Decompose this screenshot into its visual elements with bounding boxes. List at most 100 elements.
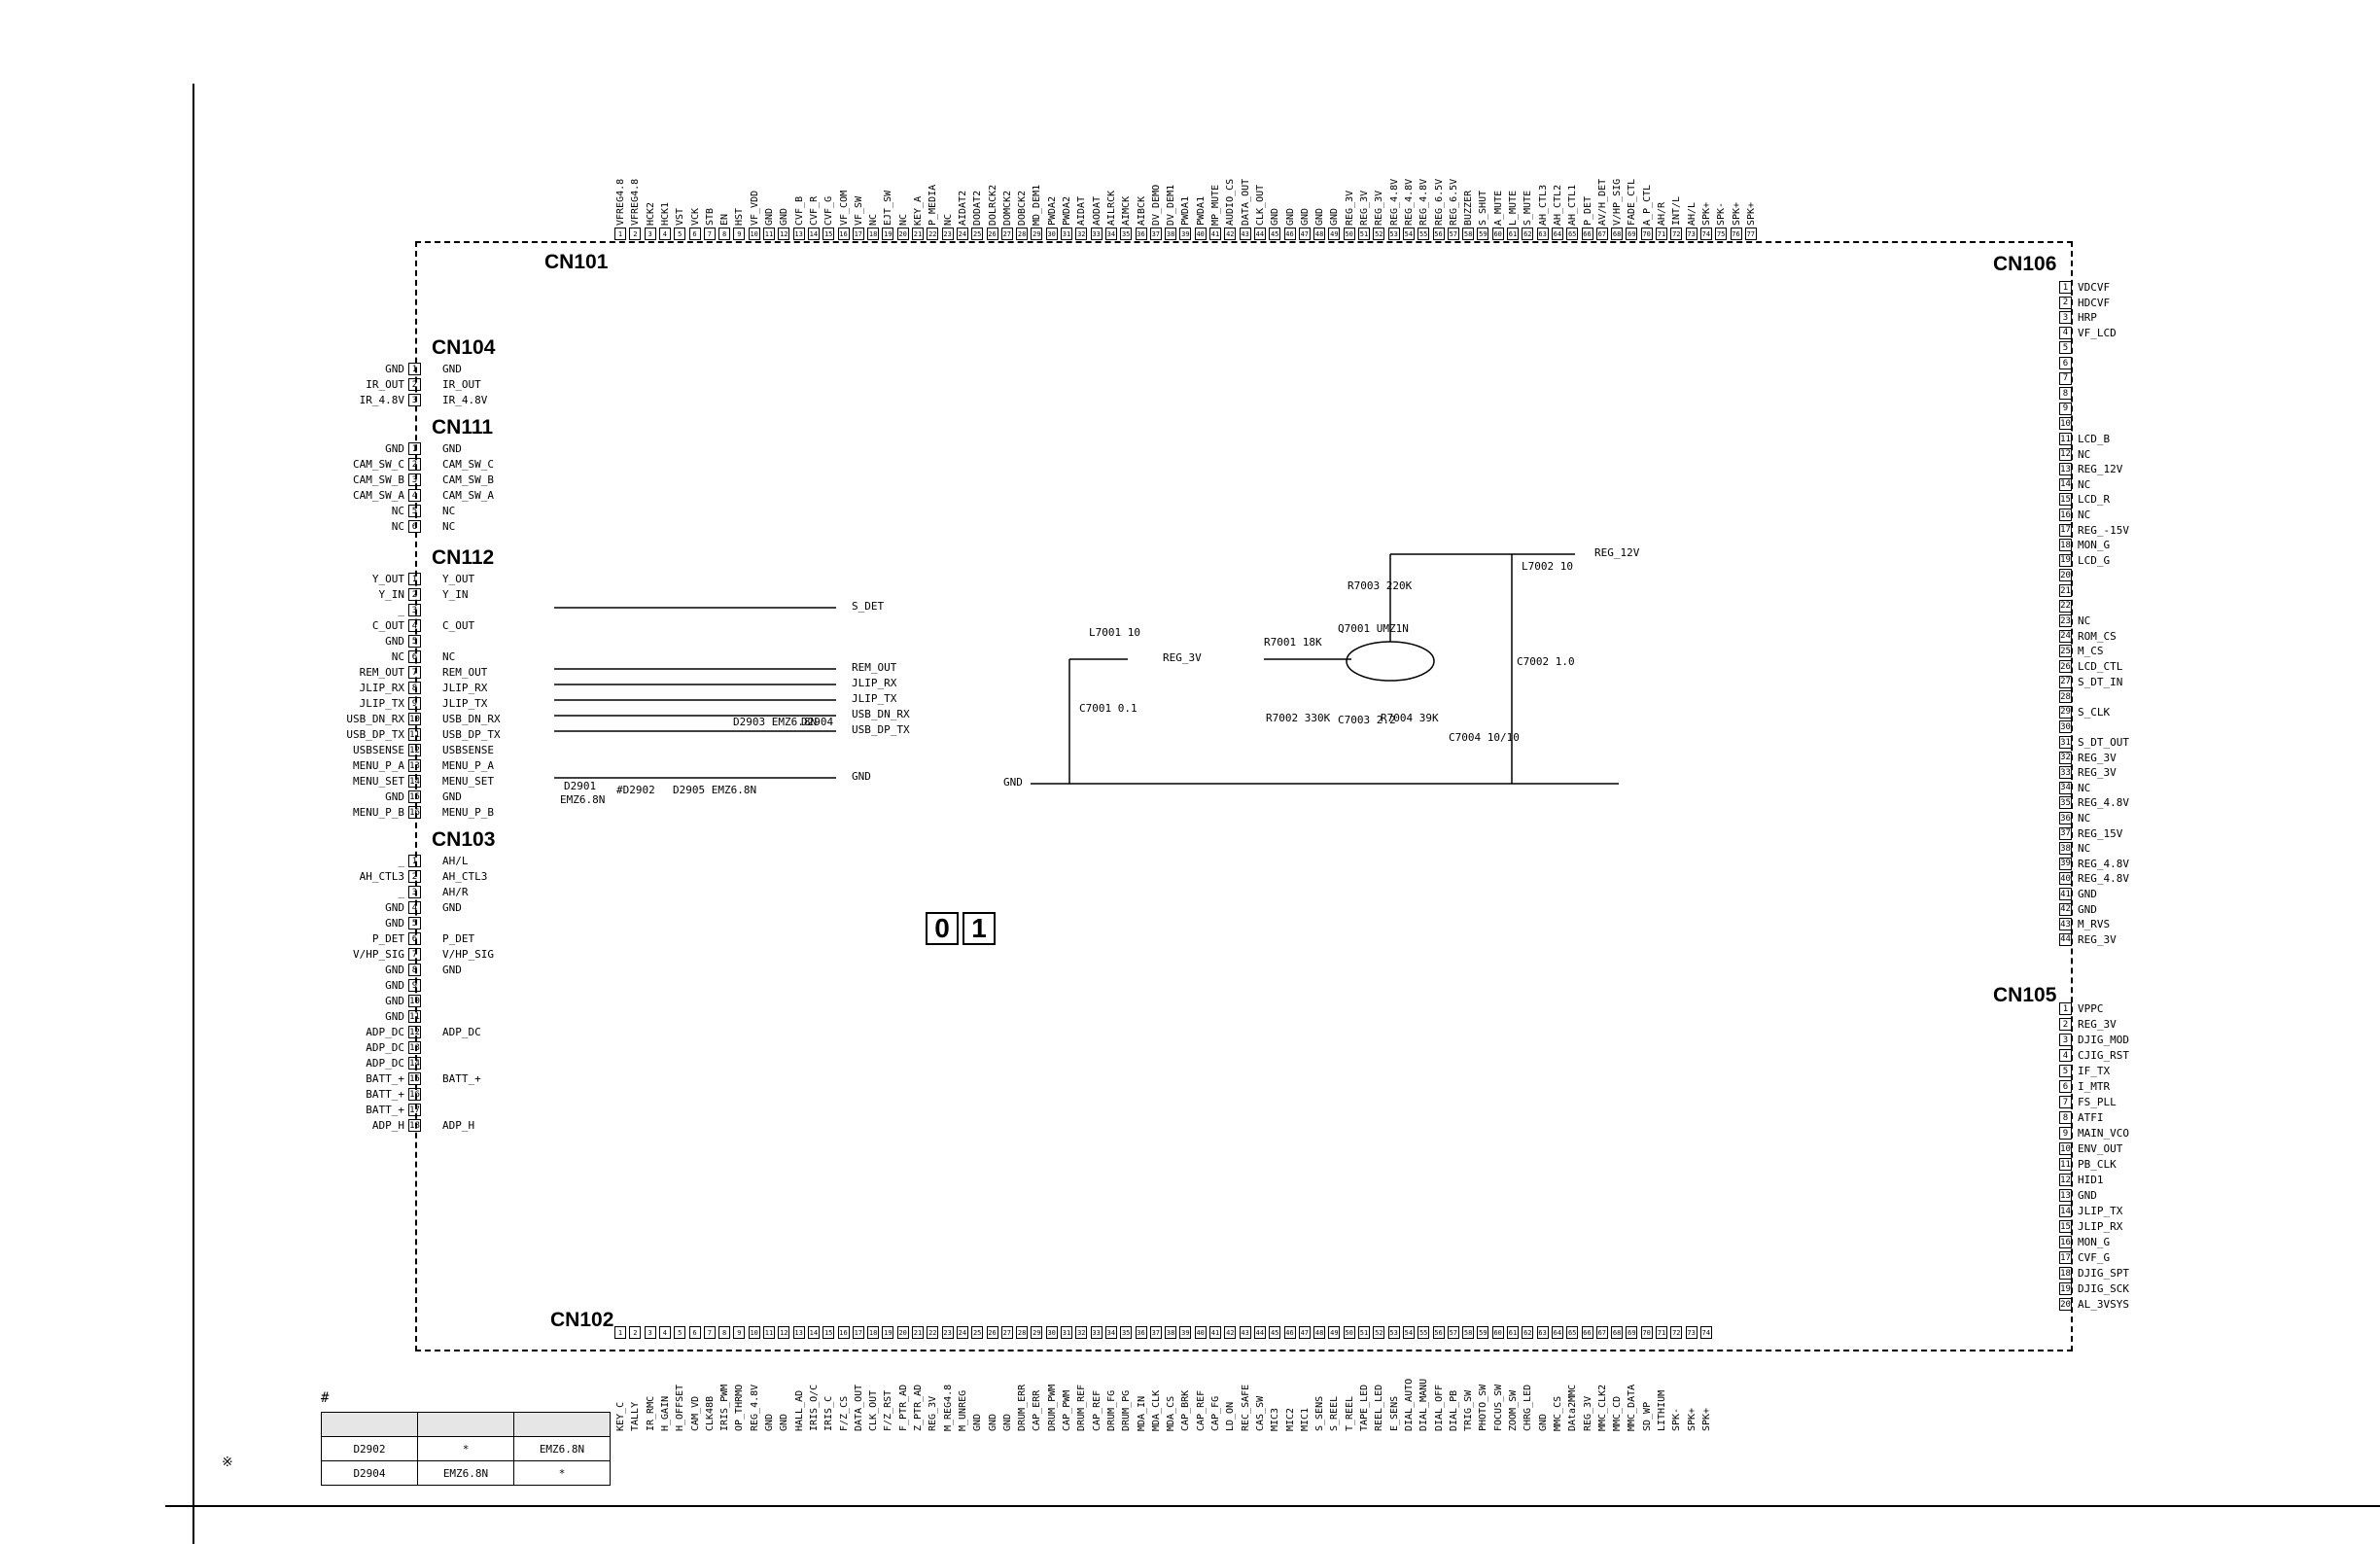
cn101-pin-number: 34 — [1104, 228, 1117, 240]
cn102-pin-number: 33 — [1090, 1326, 1102, 1339]
pin-label: ENV_OUT — [2078, 1142, 2123, 1155]
cn102-pin-number: 31 — [1061, 1326, 1072, 1339]
cn102-pin-number: 49 — [1328, 1326, 1341, 1339]
pin-left-label: V/HP_SIG — [353, 948, 404, 961]
pin-number: 9 — [408, 697, 421, 710]
cn101-pin-number: 39 — [1179, 228, 1192, 240]
pin-left-label: _ — [398, 855, 404, 867]
pin-number: 29 — [2059, 705, 2072, 719]
pin-right-label: V/HP_SIG — [442, 948, 494, 961]
pin-number: 8 — [2059, 1111, 2072, 1124]
pin-right-label: GND — [442, 901, 462, 914]
cn101-pin-number: 10 — [748, 228, 760, 240]
cn101-pin-number: 71 — [1656, 228, 1667, 240]
pin-label: NC — [2078, 447, 2091, 461]
cn101-pin-number: 41 — [1209, 228, 1221, 240]
cn102-pin-number: 2 — [629, 1326, 642, 1339]
pin-number: 36 — [2059, 812, 2072, 825]
pin-number: 12 — [408, 1026, 421, 1038]
pin-number: 13 — [2059, 463, 2072, 476]
pin-label: MON_G — [2078, 1236, 2111, 1248]
pin-right-label: GND — [442, 964, 462, 976]
cn102-pin-number: 66 — [1581, 1326, 1593, 1339]
table-note: ※ — [222, 1455, 233, 1470]
pin-number: 6 — [2059, 357, 2072, 369]
d2903-label: D2903 EMZ6.8N — [733, 716, 818, 728]
c7001-label: C7001 0.1 — [1079, 702, 1138, 715]
pin-label: REG_3V — [2078, 932, 2117, 946]
pin-number: 7 — [408, 948, 421, 961]
cn106-pin-21: 21 — [2059, 583, 2078, 598]
pin-label: GND — [2078, 888, 2097, 900]
pin-label: VF_LCD — [2078, 326, 2117, 339]
pin-number: 7 — [2059, 1096, 2072, 1108]
pin-number: 13 — [408, 1041, 421, 1054]
pin-label: AL_3VSYS — [2078, 1298, 2129, 1311]
pin-number: 16 — [2059, 1236, 2072, 1248]
cn101-pin-number: 42 — [1224, 228, 1237, 240]
cn102-pin-number: 68 — [1611, 1326, 1624, 1339]
table-hash: # — [321, 1390, 330, 1406]
pin-number: 6 — [408, 932, 421, 945]
pin-left-label: BATT_+ — [366, 1072, 404, 1085]
cn101-pin-number: 65 — [1566, 228, 1579, 240]
parts-table: D2902 * EMZ6.8N D2904 EMZ6.8N * — [321, 1412, 611, 1486]
cn102-pin-number: 28 — [1016, 1326, 1029, 1339]
pin-label: FS_PLL — [2078, 1096, 2117, 1108]
pin-number: 27 — [2059, 675, 2072, 688]
cn102-pin-number: 55 — [1418, 1326, 1430, 1339]
pin-number: 11 — [2059, 433, 2072, 445]
pin-number: 7 — [2059, 371, 2072, 385]
cn101-pin-number: 45 — [1269, 228, 1281, 240]
pin-number: 30 — [2059, 720, 2072, 734]
pin-right-label: C_OUT — [442, 619, 475, 632]
pin-number: 11 — [408, 1010, 421, 1023]
pin-number: 40 — [2059, 872, 2072, 886]
cn101-pin-number: 43 — [1239, 228, 1251, 240]
pin-number: 3 — [408, 474, 421, 486]
pin-right-label: Y_OUT — [442, 573, 475, 585]
r7001-label: R7001 18K — [1264, 636, 1322, 649]
pin-label: GND — [2078, 1189, 2097, 1202]
pin-right-label: ADP_DC — [442, 1026, 481, 1038]
cn101-pin-number: 16 — [837, 228, 850, 240]
pin-number: 21 — [2059, 584, 2072, 597]
pin-number: 42 — [2059, 902, 2072, 916]
cn101-pin-number: 69 — [1626, 228, 1638, 240]
cn101-pin-number: 28 — [1016, 228, 1029, 240]
pin-right-label: NC — [442, 520, 456, 533]
pin-left-label: ADP_H — [371, 1119, 404, 1132]
cn102-pin-number: 52 — [1373, 1326, 1385, 1339]
cn101-pin-number: 57 — [1447, 228, 1459, 240]
pin-number: 15 — [408, 790, 421, 803]
pin-number: 9 — [408, 979, 421, 992]
cn106-pin-5: 5 — [2059, 340, 2078, 355]
pin-number: 7 — [408, 666, 421, 679]
d2904-label: D2904 — [801, 716, 834, 728]
pin-number: 9 — [2059, 1127, 2072, 1140]
pin-label: GND — [2078, 902, 2097, 916]
cn102-pin-number: 16 — [837, 1326, 850, 1339]
pin-label: S_CLK — [2078, 705, 2111, 719]
pin-number: 10 — [408, 713, 421, 725]
cn104-title: CN104 — [432, 336, 496, 359]
cn101-pin-number: 29 — [1031, 228, 1043, 240]
pin-label: CVF_G — [2078, 1251, 2111, 1264]
cn102-pin-number: 6 — [688, 1326, 701, 1339]
